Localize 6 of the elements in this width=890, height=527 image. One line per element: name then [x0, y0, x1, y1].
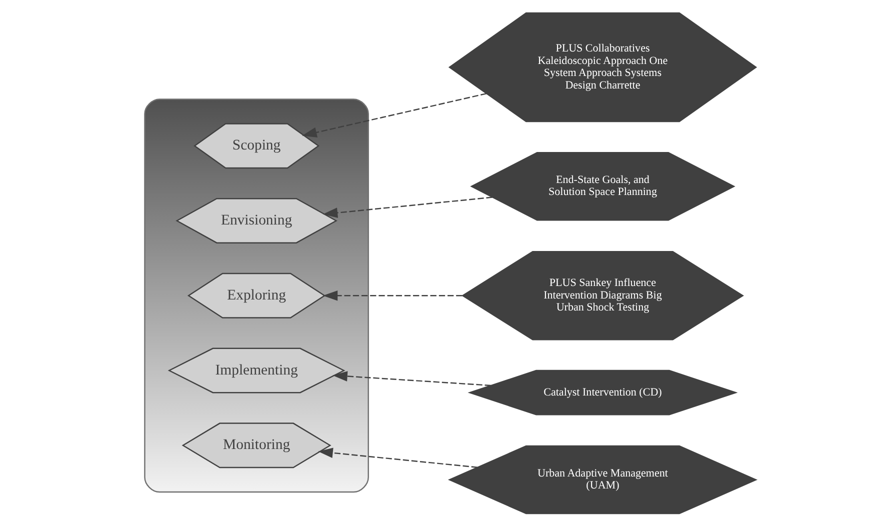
arrow: [322, 196, 492, 218]
arrow: [318, 448, 477, 468]
arrow: [332, 371, 490, 386]
cluster: [144, 98, 368, 493]
arrow: [302, 92, 486, 138]
arrow: [322, 290, 462, 301]
